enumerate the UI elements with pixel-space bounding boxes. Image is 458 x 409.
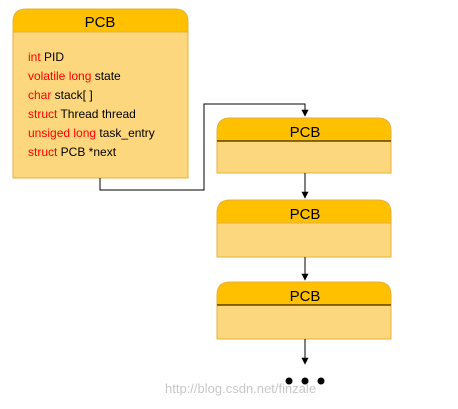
ellipsis-dot	[301, 377, 309, 385]
chain-pcb-block: PCB	[216, 117, 392, 174]
chain-pcb-title: PCB	[290, 288, 321, 305]
ellipsis-dot	[285, 377, 293, 385]
chain-pcb-title: PCB	[290, 206, 321, 223]
pcb-field: unsiged long task_entry	[28, 126, 155, 140]
main-pcb-block: PCB int PID volatile long state char sta…	[12, 8, 189, 179]
continuation-ellipsis	[285, 377, 325, 385]
pcb-field: volatile long state	[28, 69, 121, 83]
ellipsis-dot	[317, 377, 325, 385]
pcb-field: int PID	[28, 50, 64, 64]
chain-pcb-header	[216, 281, 392, 306]
main-pcb-body	[12, 31, 189, 179]
pcb-field: struct PCB *next	[28, 145, 117, 159]
pcb-field: struct Thread thread	[28, 107, 136, 121]
chain-pcb-body	[216, 222, 392, 258]
chain-pcb-block: PCB	[216, 281, 392, 340]
chain-pcb-header	[216, 117, 392, 142]
pcb-field: char stack[ ]	[28, 88, 93, 102]
chain-pcb-title: PCB	[290, 124, 321, 141]
chain-pcb-body	[216, 140, 392, 174]
watermark-url: http://blog.csdn.net/finzale	[165, 381, 316, 396]
next-pointer-connector	[99, 103, 309, 191]
chain-pcb-block: PCB	[216, 199, 392, 258]
main-pcb-header	[12, 8, 189, 33]
chain-pcb-header	[216, 199, 392, 224]
chain-pcb-body	[216, 304, 392, 340]
main-pcb-title: PCB	[85, 14, 116, 31]
